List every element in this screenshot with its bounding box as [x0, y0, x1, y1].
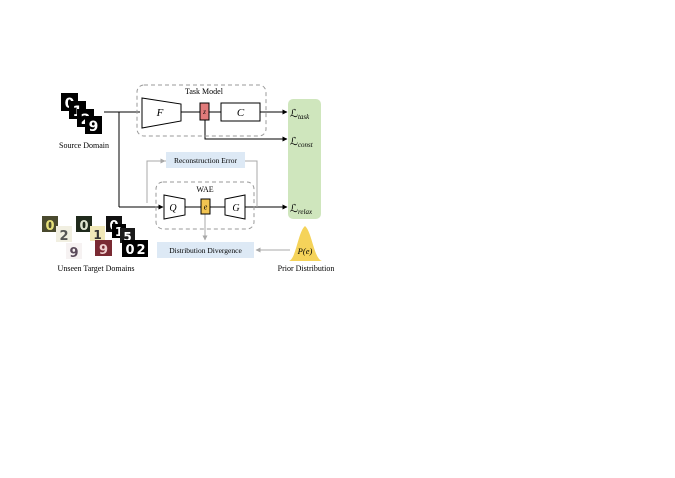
target-digit-cluster: 0 2 9 0 1 9 0 1	[42, 216, 148, 261]
svg-text:0: 0	[79, 219, 88, 234]
svg-text:F: F	[156, 107, 164, 119]
svg-text:9: 9	[99, 243, 108, 258]
prior-distribution-caption: Prior Distribution	[278, 264, 335, 273]
encoder-f-block: F	[141, 97, 182, 129]
task-model-group	[136, 84, 267, 137]
svg-text:Distribution Divergence: Distribution Divergence	[169, 246, 242, 255]
svg-text:G: G	[232, 203, 239, 214]
svg-text:ℒtask: ℒtask	[290, 107, 310, 121]
svg-text:0: 0	[125, 243, 134, 258]
svg-text:ℒconst: ℒconst	[290, 135, 314, 149]
decoder-g-block: G	[224, 194, 246, 220]
source-digit-stack: 0 1 2 9	[61, 93, 102, 135]
prior-distribution-shape: P(e)	[289, 226, 322, 261]
target-digit-tile: 2	[56, 226, 72, 244]
prior-label: P(e)	[297, 246, 313, 256]
svg-text:Q: Q	[169, 203, 177, 214]
svg-text:e: e	[204, 203, 208, 212]
reconstruction-error-box: Reconstruction Error	[166, 152, 245, 168]
encoder-q-block: Q	[163, 194, 186, 220]
target-digit-tile: 0	[42, 216, 58, 234]
target-digit-tile: 0	[76, 216, 92, 234]
svg-text:C: C	[237, 107, 245, 119]
target-digit-tile: 9	[66, 243, 82, 261]
const-loss-label: ℒconst	[290, 135, 314, 149]
source-domain-caption: Source Domain	[59, 141, 109, 150]
svg-text:1: 1	[115, 225, 123, 239]
svg-text:1: 1	[93, 228, 101, 242]
target-digit-tile: 2	[134, 240, 148, 258]
feature-z-block: z	[199, 102, 210, 121]
wae-title: WAE	[196, 185, 213, 194]
loss-panel	[288, 99, 321, 219]
target-digit-tile: 1	[90, 226, 105, 242]
source-digit-tile: 9	[85, 116, 102, 135]
svg-text:2: 2	[59, 229, 68, 244]
svg-text:0: 0	[45, 219, 54, 234]
wae-group	[155, 181, 255, 230]
latent-e-block: e	[200, 198, 211, 215]
svg-text:ℒrelax: ℒrelax	[290, 202, 313, 216]
svg-text:Reconstruction Error: Reconstruction Error	[174, 156, 238, 165]
relax-loss-label: ℒrelax	[290, 202, 313, 216]
distribution-divergence-box: Distribution Divergence	[157, 242, 254, 258]
svg-text:9: 9	[69, 246, 78, 261]
svg-text:z: z	[202, 108, 206, 116]
task-loss-label: ℒtask	[290, 107, 310, 121]
svg-text:9: 9	[89, 119, 99, 135]
target-domains-caption: Unseen Target Domains	[58, 264, 135, 273]
svg-text:5: 5	[123, 230, 131, 244]
target-digit-tile: 9	[95, 240, 112, 258]
classifier-c-block: C	[220, 102, 261, 122]
target-digit-tile: 5	[120, 228, 135, 244]
task-model-title: Task Model	[185, 87, 224, 96]
svg-text:2: 2	[136, 243, 145, 258]
